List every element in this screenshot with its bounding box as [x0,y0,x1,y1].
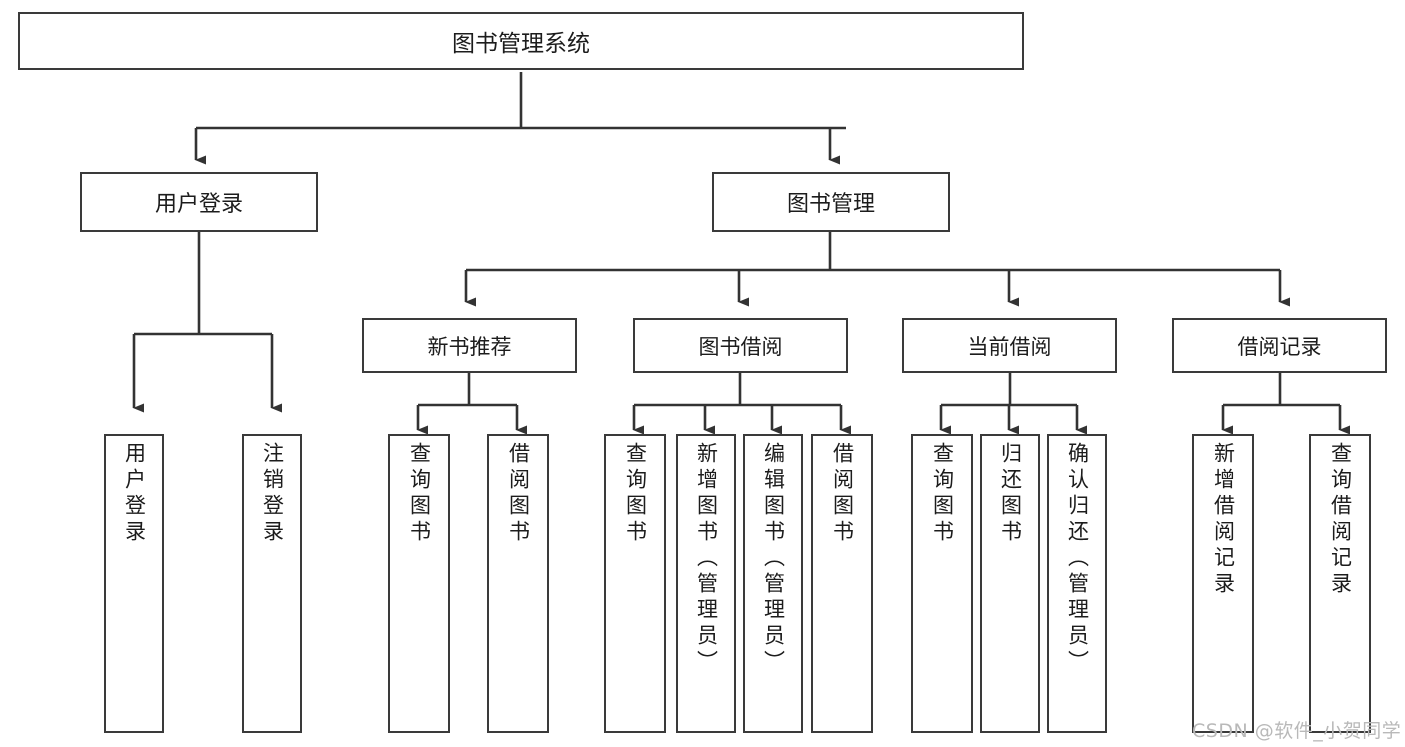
leaf-label: 借阅图书 [506,442,531,546]
leaf-book-borrow-edit[interactable]: 编辑图书（管理员） [743,434,803,733]
leaf-book-borrow-borrow[interactable]: 借阅图书 [811,434,873,733]
node-user-login[interactable]: 用户登录 [80,172,318,232]
node-borrow-record-label: 借阅记录 [1237,334,1322,359]
leaf-label: 新增借阅记录 [1211,442,1236,598]
node-book-manage-label: 图书管理 [786,192,875,217]
leaf-borrow-record-query[interactable]: 查询借阅记录 [1309,434,1371,733]
node-new-book-recommend-label: 新书推荐 [427,334,512,359]
leaf-label: 新增图书（管理员） [694,442,719,676]
leaf-label: 查询图书 [930,442,955,546]
leaf-current-borrow-return[interactable]: 归还图书 [980,434,1040,733]
node-current-borrow[interactable]: 当前借阅 [902,318,1117,373]
leaf-book-borrow-query[interactable]: 查询图书 [604,434,666,733]
leaf-label: 查询借阅记录 [1328,442,1353,598]
leaf-new-book-query[interactable]: 查询图书 [388,434,450,733]
leaf-new-book-borrow[interactable]: 借阅图书 [487,434,549,733]
leaf-label: 编辑图书（管理员） [761,442,786,676]
leaf-label: 确认归还（管理员） [1065,442,1090,676]
leaf-current-borrow-confirm[interactable]: 确认归还（管理员） [1047,434,1107,733]
leaf-borrow-record-add[interactable]: 新增借阅记录 [1192,434,1254,733]
node-new-book-recommend[interactable]: 新书推荐 [362,318,577,373]
node-borrow-record[interactable]: 借阅记录 [1172,318,1387,373]
watermark: CSDN @软件_小贺同学 [1192,720,1402,742]
leaf-book-borrow-add[interactable]: 新增图书（管理员） [676,434,736,733]
leaf-label: 用户登录 [122,442,147,546]
node-book-borrow-label: 图书借阅 [698,334,783,359]
leaf-current-borrow-query[interactable]: 查询图书 [911,434,973,733]
leaf-label: 归还图书 [998,442,1023,546]
node-book-borrow[interactable]: 图书借阅 [633,318,848,373]
node-user-login-label: 用户登录 [154,192,243,217]
node-root-label: 图书管理系统 [452,31,590,57]
leaf-label: 借阅图书 [830,442,855,546]
leaf-label: 查询图书 [407,442,432,546]
leaf-label: 注销登录 [260,442,285,546]
node-book-manage[interactable]: 图书管理 [712,172,950,232]
leaf-label: 查询图书 [623,442,648,546]
leaf-user-login-login[interactable]: 用户登录 [104,434,164,733]
node-current-borrow-label: 当前借阅 [967,334,1052,359]
leaf-user-login-logout[interactable]: 注销登录 [242,434,302,733]
node-root[interactable]: 图书管理系统 [18,12,1024,70]
